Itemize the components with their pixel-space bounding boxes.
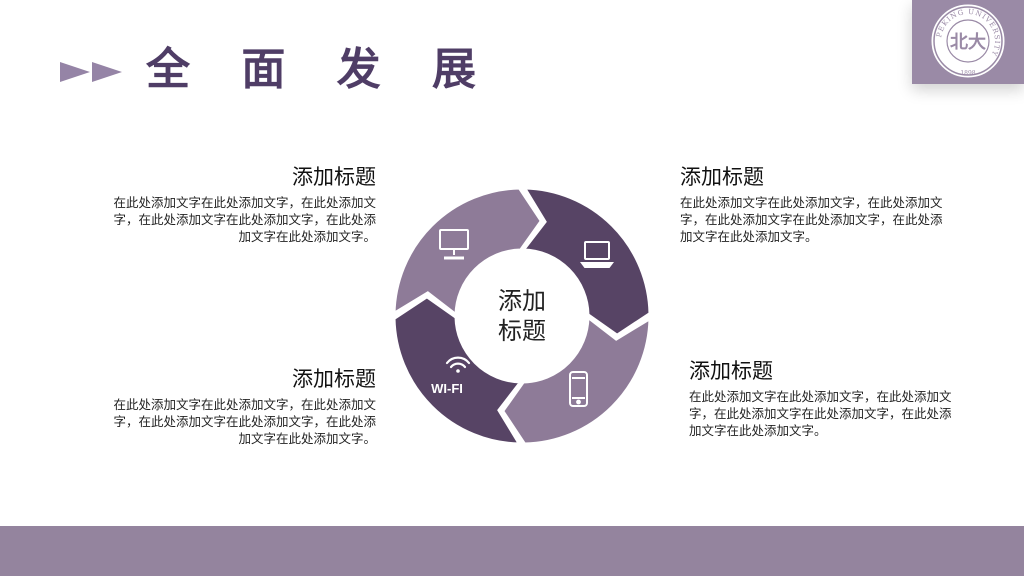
text-block-bottom-right: 添加标题 在此处添加文字在此处添加文字，在此处添加文字，在此处添加文字在此处添加…	[689, 358, 959, 439]
block-title: 添加标题	[680, 165, 764, 189]
title-arrows-icon	[60, 62, 122, 82]
wifi-label: WI-FI	[431, 381, 463, 396]
block-body: 在此处添加文字在此处添加文字，在此处添加文字，在此处添加文字在此处添加文字，在此…	[113, 195, 376, 244]
cycle-center-circle	[456, 250, 588, 382]
desktop-monitor-icon	[439, 229, 469, 260]
block-title: 添加标题	[689, 359, 773, 383]
block-body: 在此处添加文字在此处添加文字，在此处添加文字，在此处添加文字在此处添加文字，在此…	[113, 397, 376, 446]
center-label-text: 添加标题	[498, 287, 546, 345]
university-seal-icon: PEKING UNIVERSITY 北大 1898	[931, 4, 1005, 78]
wifi-icon	[445, 356, 471, 373]
block-title: 添加标题	[292, 165, 376, 189]
smartphone-icon	[569, 371, 588, 407]
center-label: 添加标题	[472, 286, 572, 346]
cycle-diagram: WI-FI	[393, 187, 651, 445]
block-body: 在此处添加文字在此处添加文字，在此处添加文字，在此处添加文字在此处添加文字，在此…	[680, 195, 943, 244]
logo-year: 1898	[960, 70, 975, 77]
laptop-icon	[580, 241, 614, 268]
logo-box: PEKING UNIVERSITY 北大 1898	[912, 0, 1024, 84]
block-title: 添加标题	[292, 367, 376, 391]
logo-emblem: 北大	[950, 31, 986, 53]
block-body: 在此处添加文字在此处添加文字，在此处添加文字，在此处添加文字在此处添加文字，在此…	[689, 389, 952, 438]
footer-bar	[0, 526, 1024, 576]
text-block-top-left: 添加标题 在此处添加文字在此处添加文字，在此处添加文字，在此处添加文字在此处添加…	[106, 164, 376, 245]
page-title: 全 面 发 展	[146, 44, 494, 95]
text-block-top-right: 添加标题 在此处添加文字在此处添加文字，在此处添加文字，在此处添加文字在此处添加…	[680, 164, 950, 245]
text-block-bottom-left: 添加标题 在此处添加文字在此处添加文字，在此处添加文字，在此处添加文字在此处添加…	[106, 366, 376, 447]
